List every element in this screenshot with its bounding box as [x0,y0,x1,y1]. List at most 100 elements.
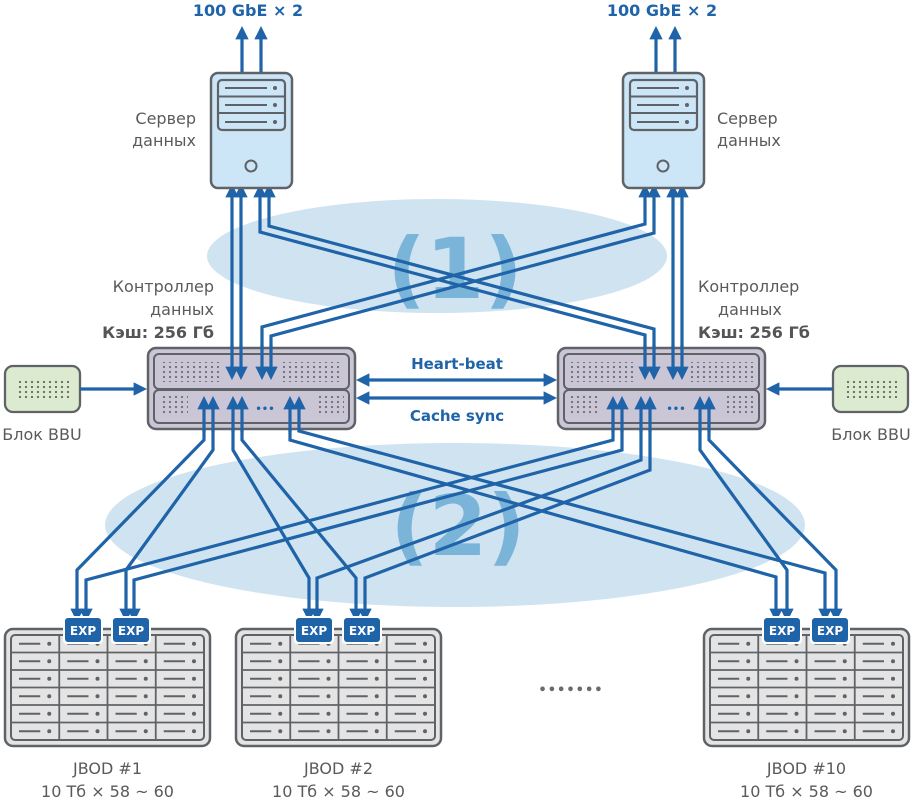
disk-bay [250,676,283,681]
jbod-capacity: 10 Тб × 58 ~ 60 [272,782,405,801]
disk-bay [718,729,751,734]
disk-bay [67,676,100,681]
disk-bay [718,641,751,646]
expander-badge [113,618,149,642]
disk-bay [19,711,52,716]
disk-bay [394,711,427,716]
disk-bay [298,676,331,681]
uplink-left-label: 100 GbE × 2 [193,1,303,20]
disk-bay [67,711,100,716]
jbod-name: JBOD #1 [72,759,142,778]
vent-icon [281,362,343,382]
disk-bay [163,641,196,646]
vent-icon [316,396,344,416]
jbod-ellipsis: ••••••• [538,683,603,698]
disk-bay [718,694,751,699]
controller-right-label-2: данных [718,300,782,319]
bbu-right[interactable]: Блок BBU [765,364,911,444]
disk-bay [298,694,331,699]
jbod-name: JBOD #2 [303,759,373,778]
expander-module[interactable]: EXP [762,616,802,644]
disk-bay [163,694,196,699]
controller-right[interactable]: Контроллер данных Кэш: 256 Гб ••• [556,277,810,431]
port-ellipsis: ••• [255,404,274,415]
disk-bay [19,641,52,646]
disk-bay [718,659,751,664]
disk-bay [814,729,847,734]
expander-label: EXP [349,624,375,638]
expander-badge [296,618,332,642]
disk-bay [394,729,427,734]
disk-bay [163,729,196,734]
zone-1: (1) [207,199,667,318]
disk-bay [250,659,283,664]
disk-bay [862,676,895,681]
zone-1-label: (1) [387,220,522,318]
expander-label: EXP [301,624,327,638]
expander-badge [812,618,848,642]
expander-module[interactable]: EXP [111,616,151,644]
server-left-label-1: Сервер [135,109,196,128]
vent-icon [691,362,753,382]
vent-icon [571,362,633,382]
disk-bay [346,676,379,681]
disk-bay [298,711,331,716]
expander-label: EXP [118,624,144,638]
disk-bay [115,729,148,734]
disk-bay [115,694,148,699]
bbu-left-label: Блок BBU [2,425,81,444]
disk-bay [862,659,895,664]
uplink-right-label: 100 GbE × 2 [607,1,717,20]
expander-module[interactable]: EXP [294,616,334,644]
controller-port-arrows [197,345,716,432]
uplink-right: 100 GbE × 2 [607,1,717,72]
controller-left-cache: Кэш: 256 Гб [102,323,214,342]
disk-bay [19,729,52,734]
controller-left-label-2: данных [150,300,214,319]
uplink-left: 100 GbE × 2 [193,1,303,72]
disk-bay [163,711,196,716]
disk-bay [115,676,148,681]
disk-bay [862,729,895,734]
disk-bay [346,694,379,699]
disk-bay [19,694,52,699]
vent-icon [726,396,754,416]
disk-bay [766,711,799,716]
expander-module[interactable]: EXP [63,616,103,644]
disk-bay [67,694,100,699]
disk-bay [862,711,895,716]
data-server-left[interactable]: Сервер данных [132,71,294,190]
disk-bay [814,694,847,699]
bbu-vent-icon [845,378,897,398]
disk-bay [250,729,283,734]
disk-bay [346,711,379,716]
disk-bay [766,676,799,681]
disk-bay [394,659,427,664]
controller-right-label-1: Контроллер [698,277,799,296]
expander-module[interactable]: EXP [810,616,850,644]
jbod-enclosure[interactable]: EXP EXP JBOD #1 10 Тб × 58 ~ 60 [3,616,212,801]
disk-bay [250,641,283,646]
data-server-right[interactable]: Сервер данных [621,71,781,190]
jbod-capacity: 10 Тб × 58 ~ 60 [41,782,174,801]
power-button-icon [244,159,258,173]
jbod-enclosure[interactable]: EXP EXP JBOD #2 10 Тб × 58 ~ 60 [234,616,443,801]
disk-bay [766,729,799,734]
disk-bay [298,659,331,664]
expander-label: EXP [817,624,843,638]
disk-bay [766,659,799,664]
vent-icon [161,362,223,382]
bbu-left[interactable]: Блок BBU [2,364,148,444]
server-right-label-1: Сервер [717,109,778,128]
disk-bay [862,694,895,699]
disk-bay [67,659,100,664]
server-left-label-2: данных [132,131,196,150]
cache-sync-label: Cache sync [410,407,504,425]
expander-module[interactable]: EXP [342,616,382,644]
bbu-right-label: Блок BBU [831,425,910,444]
vent-icon [570,396,598,416]
disk-bay [115,659,148,664]
disk-bay [862,641,895,646]
